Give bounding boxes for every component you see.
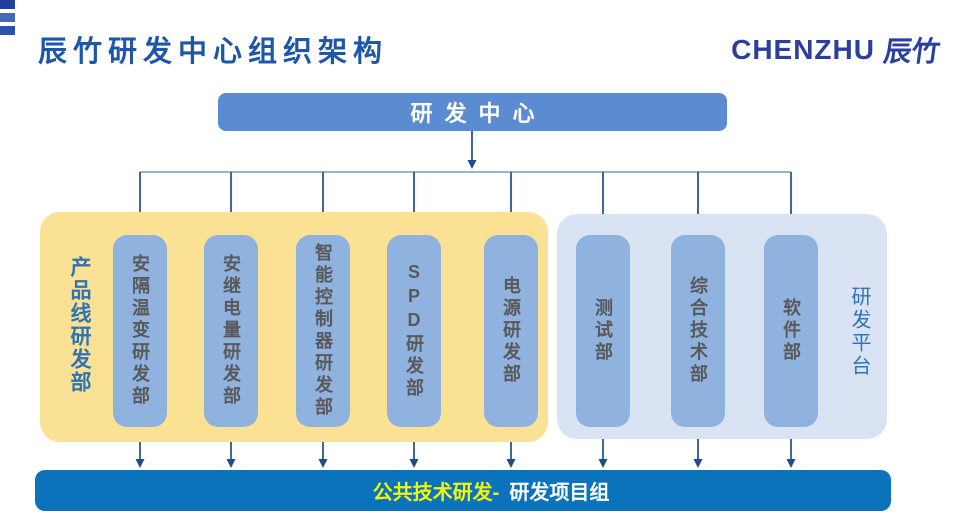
dept-label: SPD研发部: [404, 262, 424, 400]
dept-label: 综合技术部: [688, 276, 708, 386]
dept-label: 安继电量研发部: [221, 254, 241, 408]
dept-label: 智能控制器研发部: [313, 243, 333, 419]
bottom-bar-label: 研发项目组: [509, 482, 610, 504]
dept-box-left-1: 安隔温变研发部: [113, 235, 167, 427]
deco-bar: [0, 13, 15, 22]
dept-box-right-3: 软件部: [764, 235, 818, 427]
bottom-bar: 公共技术研发- 研发项目组: [35, 470, 891, 511]
logo-cn-text: 辰竹: [881, 36, 942, 67]
dept-label: 软件部: [781, 298, 801, 364]
dept-box-left-4: SPD研发部: [387, 235, 441, 427]
company-logo: CHENZHU 辰竹: [731, 30, 942, 70]
dept-box-right-1: 测试部: [576, 235, 630, 427]
dept-box-right-2: 综合技术部: [671, 235, 725, 427]
dept-label: 电源研发部: [501, 276, 521, 386]
dept-box-left-2: 安继电量研发部: [204, 235, 258, 427]
deco-bar: [0, 0, 15, 9]
product-line-group-label: 产品线研发部: [68, 256, 91, 394]
bottom-bar-text: 公共技术研发- 研发项目组: [373, 476, 610, 505]
dept-box-left-3: 智能控制器研发部: [296, 235, 350, 427]
dept-box-left-5: 电源研发部: [484, 235, 538, 427]
bottom-bar-highlight: 公共技术研发-: [372, 482, 500, 504]
dept-label: 测试部: [593, 298, 613, 364]
three-horizontal-bars-icon: [0, 0, 15, 39]
root-node-label: 研发中心: [410, 101, 547, 126]
page-title: 辰竹研发中心组织架构: [38, 36, 389, 68]
root-node-box: 研发中心: [218, 93, 727, 131]
logo-en-text: CHENZHU: [731, 34, 875, 65]
platform-group-label: 研发平台: [848, 286, 870, 378]
dept-label: 安隔温变研发部: [130, 254, 150, 408]
deco-bar: [0, 26, 15, 35]
